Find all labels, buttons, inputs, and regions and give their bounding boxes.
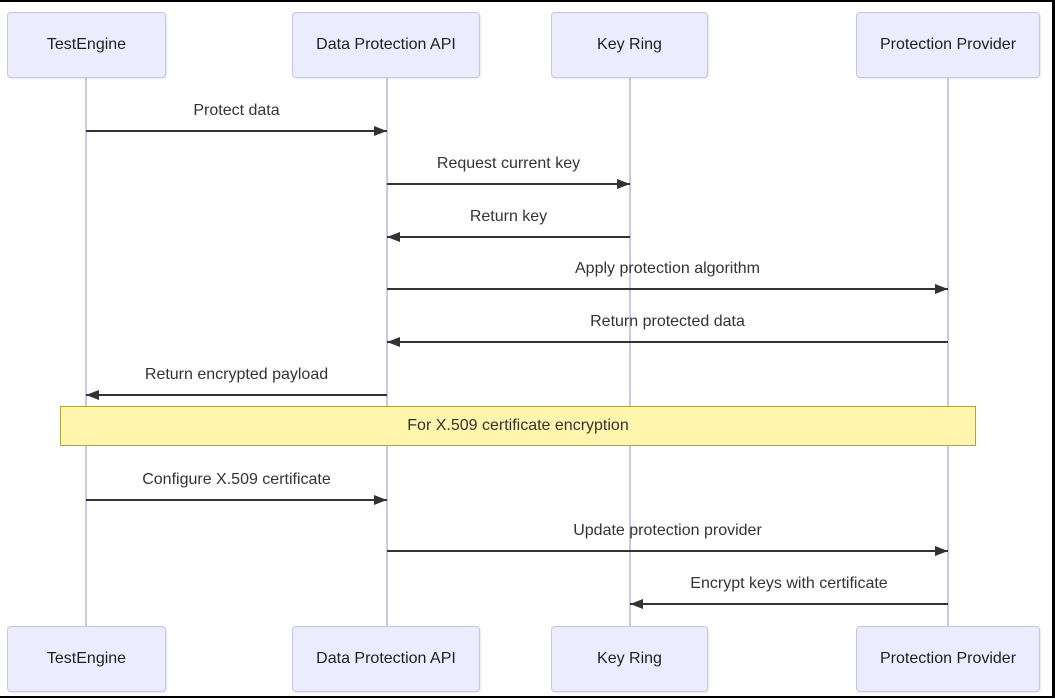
- message-label-2: Return key: [469, 208, 548, 225]
- message-arrowhead-6: [374, 495, 387, 505]
- message-line-3: [387, 288, 948, 290]
- participant-label: TestEngine: [46, 650, 127, 667]
- message-arrowhead-1: [617, 179, 630, 189]
- message-arrowhead-7: [935, 546, 948, 556]
- message-label-5: Return encrypted payload: [144, 366, 329, 383]
- message-label-0: Protect data: [193, 102, 280, 119]
- participant-bottom-testengine: TestEngine: [7, 626, 166, 692]
- lifeline-testengine: [85, 78, 87, 626]
- message-label-8: Encrypt keys with certificate: [690, 575, 888, 592]
- participant-top-data-protection-api: Data Protection API: [292, 12, 480, 78]
- message-label-7: Update protection provider: [573, 522, 762, 539]
- note-label: For X.509 certificate encryption: [407, 417, 629, 434]
- message-label-4: Return protected data: [590, 313, 745, 330]
- participant-top-testengine: TestEngine: [7, 12, 166, 78]
- message-label-1: Request current key: [436, 155, 581, 172]
- message-label-3: Apply protection algorithm: [575, 260, 760, 277]
- participant-label: Protection Provider: [879, 36, 1017, 53]
- participant-label: TestEngine: [46, 36, 127, 53]
- participant-label: Data Protection API: [316, 36, 456, 53]
- participant-label: Key Ring: [597, 36, 662, 53]
- note-x509-certificate-encryption: For X.509 certificate encryption: [60, 406, 976, 446]
- participant-top-key-ring: Key Ring: [551, 12, 708, 78]
- message-label-6: Configure X.509 certificate: [142, 471, 331, 488]
- participant-label: Protection Provider: [879, 650, 1017, 667]
- message-line-1: [387, 183, 630, 185]
- message-line-6: [86, 499, 387, 501]
- participant-label: Data Protection API: [316, 650, 456, 667]
- participant-bottom-protection-provider: Protection Provider: [856, 626, 1040, 692]
- message-line-8: [630, 603, 948, 605]
- lifeline-key-ring: [629, 78, 631, 626]
- participant-bottom-data-protection-api: Data Protection API: [292, 626, 480, 692]
- message-arrowhead-3: [935, 284, 948, 294]
- message-arrowhead-8: [630, 599, 643, 609]
- lifeline-protection-provider: [947, 78, 949, 626]
- participant-label: Key Ring: [597, 650, 662, 667]
- message-line-4: [387, 341, 948, 343]
- message-line-7: [387, 550, 948, 552]
- lifeline-data-protection-api: [386, 78, 388, 626]
- participant-bottom-key-ring: Key Ring: [551, 626, 708, 692]
- message-arrowhead-4: [387, 337, 400, 347]
- message-line-0: [86, 130, 387, 132]
- message-arrowhead-5: [86, 390, 99, 400]
- message-line-2: [387, 236, 630, 238]
- message-arrowhead-0: [374, 126, 387, 136]
- message-arrowhead-2: [387, 232, 400, 242]
- message-line-5: [86, 394, 387, 396]
- participant-top-protection-provider: Protection Provider: [856, 12, 1040, 78]
